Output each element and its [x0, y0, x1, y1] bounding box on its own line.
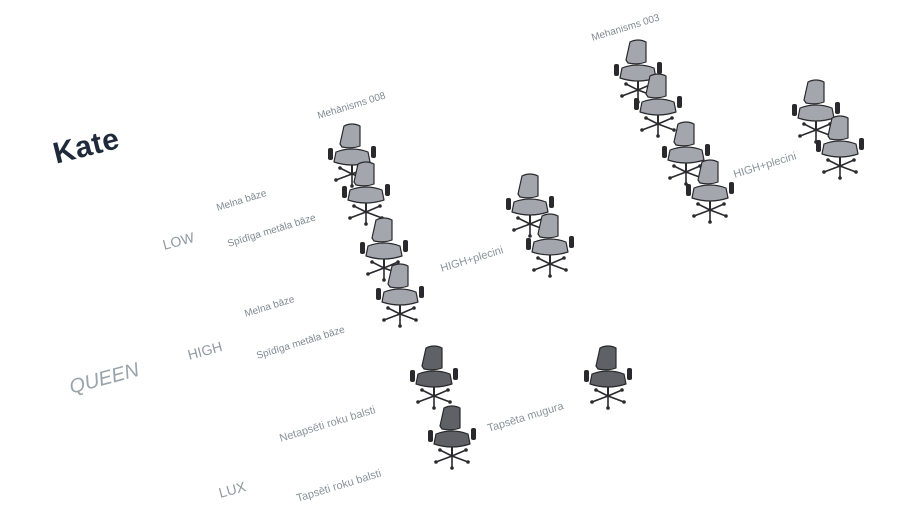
chair-lux-back-upholstered: [578, 344, 638, 410]
chair-icon: [342, 161, 390, 226]
chair-high-black-base: [370, 262, 430, 328]
chair-icon: [410, 345, 458, 410]
chair-icon: [686, 159, 734, 224]
chair-icon: [360, 217, 408, 282]
option-label-high-shoulders-mid: HIGH+plecini: [439, 244, 505, 275]
chair-icon: [816, 115, 864, 180]
base-label-high-shiny: Spīdīga metāla bāze: [255, 324, 347, 362]
chair-icon: [584, 345, 632, 410]
chair-high-shoulders-b: [520, 212, 580, 278]
chair-mechanism-003-d: [680, 158, 740, 224]
option-label-back-upholstered: Tapsēta mugura: [486, 400, 566, 435]
chair-icon: [634, 73, 682, 138]
chair-high-shoulders-right-b: [810, 114, 870, 180]
option-label-armrests-unupholstered: Netapsēti roku balsti: [278, 404, 377, 445]
chair-icon: [792, 79, 840, 144]
brand-title: Kate: [49, 122, 123, 171]
group-label-queen: QUEEN: [67, 358, 142, 399]
chair-low-shiny-base: [354, 216, 414, 282]
base-label-low-shiny: Spīdīga metāla bāze: [226, 212, 318, 250]
chair-icon: [662, 121, 710, 186]
chair-lux-unupholstered: [404, 344, 464, 410]
chair-low-black-base-alt: [336, 160, 396, 226]
group-label-lux: LUX: [216, 478, 248, 501]
base-label-low-black: Melna bāze: [215, 188, 268, 214]
chair-icon: [376, 263, 424, 328]
chair-mechanism-003-c: [656, 120, 716, 186]
group-label-low: LOW: [160, 229, 196, 253]
group-label-high: HIGH: [185, 338, 224, 363]
chair-mechanism-003-b: [628, 72, 688, 138]
mechanism-label-008: Mehānisms 008: [316, 90, 387, 122]
base-label-high-black: Melna bāze: [243, 294, 296, 320]
chair-icon: [526, 213, 574, 278]
chair-high-shoulders-right-a: [786, 78, 846, 144]
option-label-armrests-upholstered: Tapsēti roku balsti: [295, 467, 383, 505]
chair-icon: [428, 405, 476, 470]
option-label-high-shoulders-right: HIGH+plecini: [732, 150, 798, 181]
chair-lux-upholstered: [422, 404, 482, 470]
